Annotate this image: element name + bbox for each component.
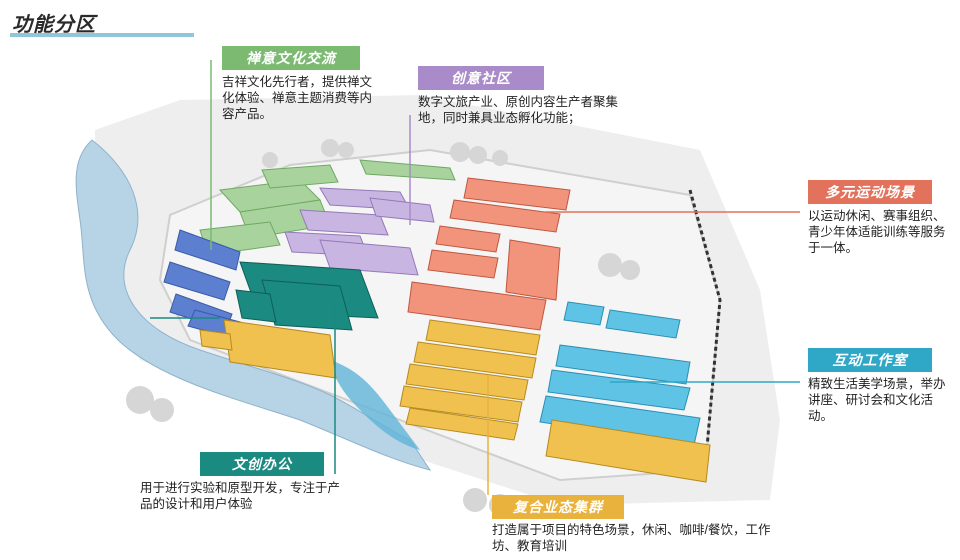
zone-desc-office: 用于进行实验和原型开发，专注于产品的设计和用户体验 <box>140 481 341 511</box>
zone-desc-studio: 精致生活美学场景，举办讲座、研讨会和文化活动。 <box>808 377 946 423</box>
trees <box>126 139 640 516</box>
zone-desc-creative: 数字文旅产业、原创内容生产者聚集地，同时兼具业态孵化功能； <box>418 95 619 125</box>
zone-tag-sports: 多元运动场景 <box>808 180 932 204</box>
zone-tag-mixed: 复合业态集群 <box>492 495 624 519</box>
zone-tag-office: 文创办公 <box>200 452 324 476</box>
zone-tag-creative: 创意社区 <box>418 66 544 90</box>
zone-desc-sports: 以运动休闲、赛事组织、青少年体适能训练等服务于一体。 <box>808 209 946 255</box>
zone-desc-mixed: 打造属于项目的特色场景，休闲、咖啡/餐饮，工作坊、教育培训 <box>492 523 771 553</box>
mixed-center-buildings <box>399 319 541 441</box>
river-stream <box>330 360 420 450</box>
page-title: 功能分区 <box>12 14 96 36</box>
mixed-right-buildings <box>545 419 711 483</box>
road-east <box>688 189 722 471</box>
chan-buildings <box>199 159 456 256</box>
mixed-left-buildings <box>199 319 337 379</box>
office-blue-buildings <box>163 229 241 339</box>
title-underline <box>10 33 194 37</box>
zone-tag-studio: 互动工作室 <box>808 348 932 372</box>
leader-lines <box>150 60 800 495</box>
zone-tag-chan: 禅意文化交流 <box>222 46 360 70</box>
zone-desc-chan: 吉祥文化先行者，提供禅文化体验、禅意主题消费等内容产品。 <box>222 75 373 121</box>
sports-buildings <box>407 177 571 331</box>
office-teal-buildings <box>235 261 379 331</box>
studio-buildings <box>539 301 701 446</box>
